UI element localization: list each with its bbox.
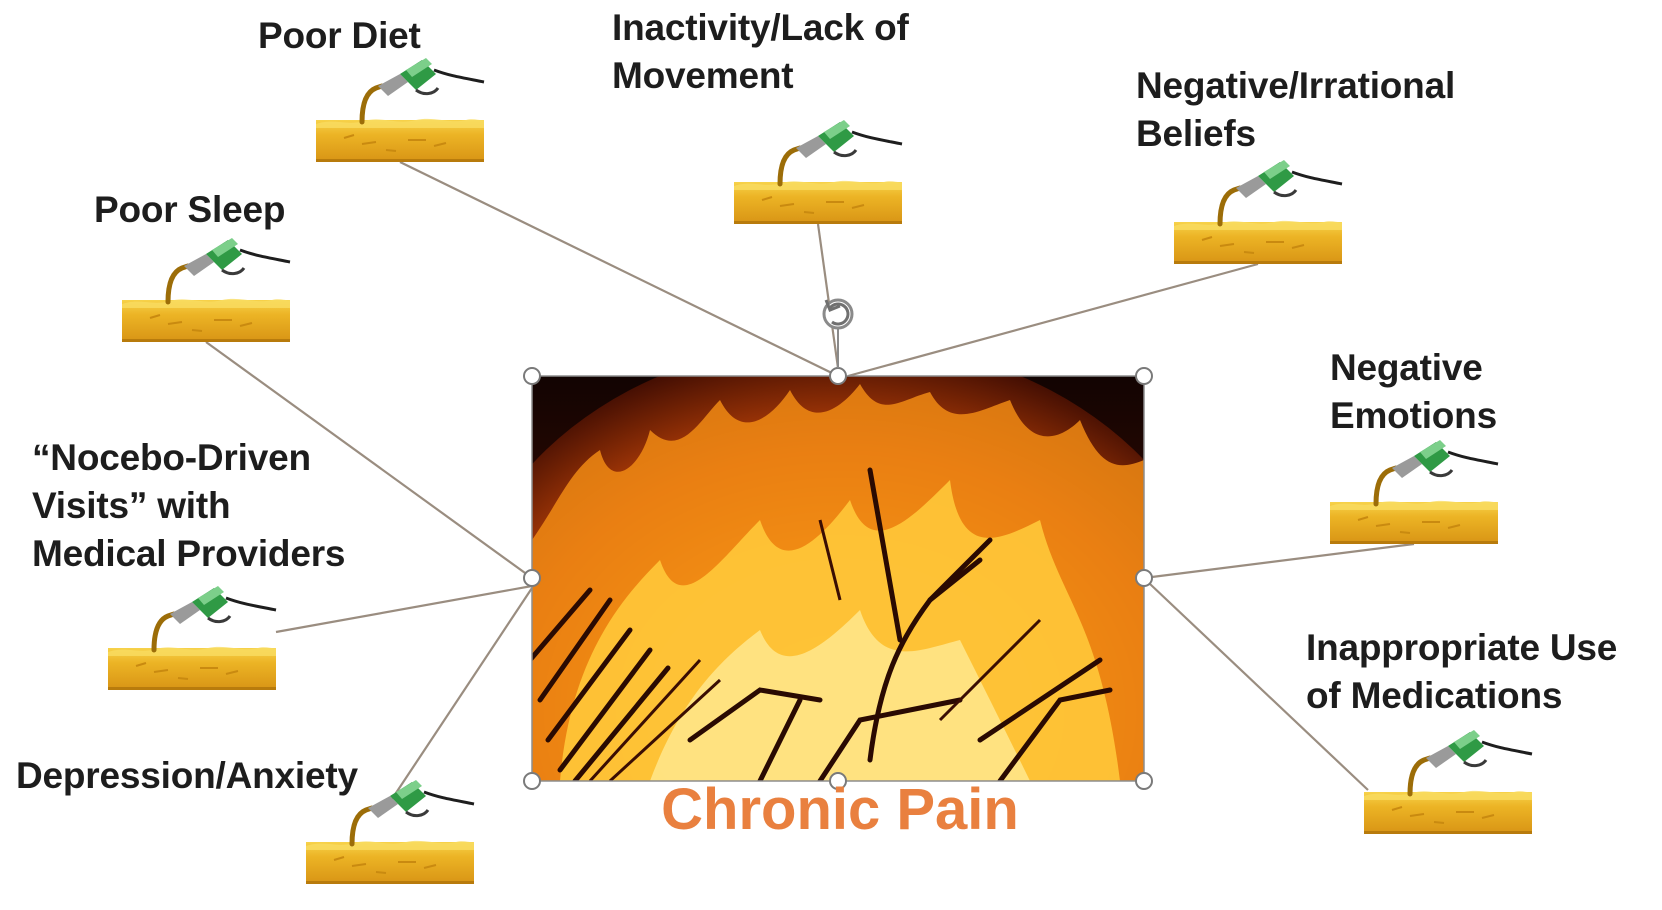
- label-negative-beliefs: Negative/Irrational Beliefs: [1136, 62, 1455, 158]
- label-poor-sleep: Poor Sleep: [94, 186, 285, 234]
- label-nocebo-visits: “Nocebo-Driven Visits” with Medical Prov…: [32, 434, 345, 578]
- connector-negative-beliefs[interactable]: [848, 264, 1258, 376]
- connector-negative-emotions[interactable]: [1144, 544, 1414, 578]
- label-inactivity: Inactivity/Lack of Movement: [612, 4, 909, 100]
- fuel-nozzle-pouring-icon[interactable]: [1364, 730, 1532, 834]
- label-medications: Inappropriate Use of Medications: [1306, 624, 1617, 720]
- fuel-nozzle-pouring-icon[interactable]: [108, 586, 276, 690]
- chronic-pain-title: Chronic Pain: [530, 776, 1150, 844]
- rotate-handle-icon[interactable]: [824, 300, 852, 368]
- fuel-nozzle-pouring-icon[interactable]: [1174, 160, 1342, 264]
- label-negative-emotions: Negative Emotions: [1330, 344, 1497, 440]
- label-poor-diet: Poor Diet: [258, 12, 421, 60]
- chevron-left-icon: [0, 358, 8, 414]
- connector-inactivity[interactable]: [818, 224, 838, 368]
- fuel-nozzle-pouring-icon[interactable]: [734, 120, 902, 224]
- label-depression-anxiety: Depression/Anxiety: [16, 752, 358, 800]
- fuel-nozzle-pouring-icon[interactable]: [316, 58, 484, 162]
- connector-nocebo-visits[interactable]: [276, 586, 532, 632]
- fuel-nozzle-pouring-icon[interactable]: [1330, 440, 1498, 544]
- fuel-nozzle-pouring-icon[interactable]: [122, 238, 290, 342]
- connector-depression-anxiety[interactable]: [390, 588, 532, 802]
